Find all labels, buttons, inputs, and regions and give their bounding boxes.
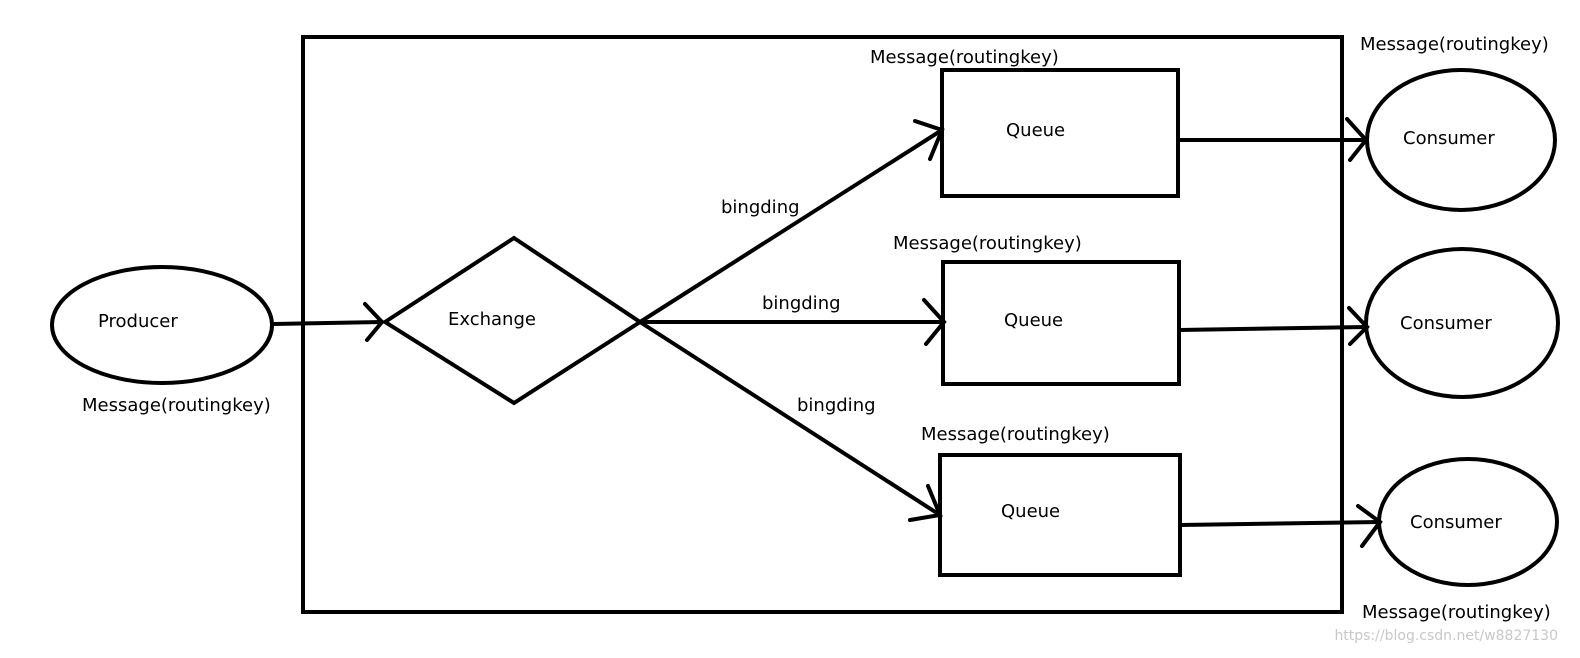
binding-arrow-3	[638, 320, 943, 522]
consumer-message-label-3: Message(routingkey)	[1362, 602, 1551, 623]
queue-box-3	[938, 453, 1182, 577]
queue-message-label-1: Message(routingkey)	[870, 47, 1059, 68]
binding-label-3: bingding	[797, 395, 876, 416]
queue-node-2: Queue Message(routingkey)	[893, 233, 1181, 386]
consumer-node-3: Consumer Message(routingkey)	[1362, 457, 1559, 623]
queue-node-3: Queue Message(routingkey)	[921, 424, 1182, 577]
queue-node-1: Queue Message(routingkey)	[870, 47, 1180, 198]
queue-to-consumer-arrow-2	[1177, 306, 1370, 346]
consumer-label-1: Consumer	[1403, 128, 1495, 149]
binding-label-1: bingding	[721, 197, 800, 218]
watermark-text: https://blog.csdn.net/w8827130	[1334, 628, 1558, 644]
queue-label-3: Queue	[1001, 501, 1060, 522]
binding-arrow-1	[638, 119, 945, 324]
consumer-ellipse-3	[1377, 457, 1559, 587]
binding-label-2: bingding	[762, 293, 841, 314]
consumer-ellipse-2	[1364, 247, 1560, 399]
queue-box-2	[941, 260, 1181, 386]
queue-to-consumer-arrow-3	[1178, 504, 1383, 548]
consumer-label-3: Consumer	[1410, 512, 1502, 533]
queue-message-label-2: Message(routingkey)	[893, 233, 1082, 254]
consumer-message-label-1: Message(routingkey)	[1360, 34, 1549, 55]
consumer-node-2: Consumer	[1364, 247, 1560, 399]
queue-label-1: Queue	[1006, 120, 1065, 141]
consumer-label-2: Consumer	[1400, 313, 1492, 334]
queue-message-label-3: Message(routingkey)	[921, 424, 1110, 445]
consumer-node-1: Consumer Message(routingkey)	[1360, 34, 1557, 212]
consumer-ellipse-1	[1365, 68, 1557, 212]
producer-node: Producer Message(routingkey)	[50, 265, 274, 416]
exchange-node: Exchange	[381, 235, 644, 406]
producer-to-exchange-arrow	[271, 302, 385, 342]
queue-to-consumer-arrow-1	[1177, 117, 1369, 162]
producer-label: Producer	[98, 311, 178, 332]
queue-box-1	[940, 68, 1180, 198]
exchange-label: Exchange	[448, 309, 536, 330]
producer-message-label: Message(routingkey)	[82, 395, 271, 416]
queue-label-2: Queue	[1004, 310, 1063, 331]
